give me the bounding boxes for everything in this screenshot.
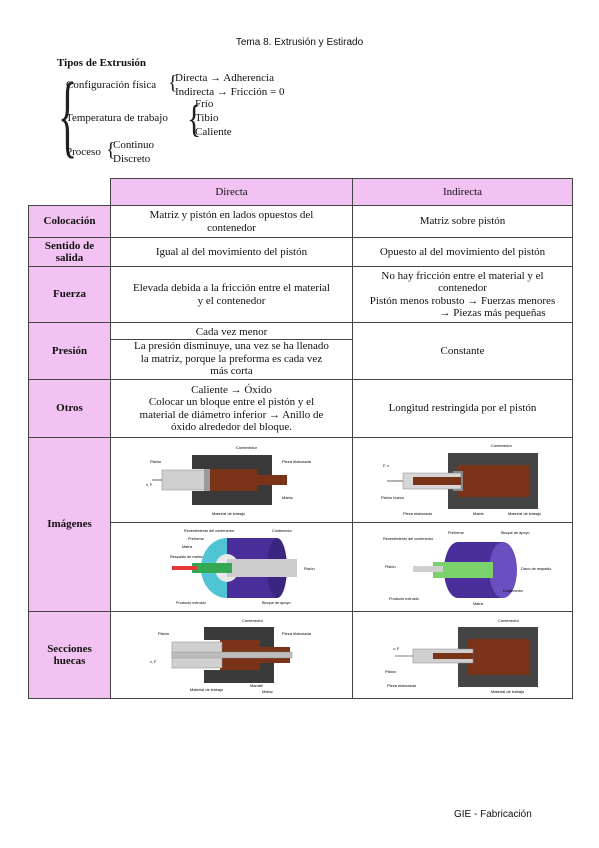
- row-label: Otros: [28, 379, 111, 438]
- config-label: Configuración física: [66, 79, 157, 91]
- svg-text:Material de trabajo: Material de trabajo: [190, 687, 224, 692]
- temp-item: Caliente: [195, 126, 232, 138]
- svg-text:Material de trabajo: Material de trabajo: [508, 511, 542, 516]
- svg-text:Respaldo de matriz: Respaldo de matriz: [170, 555, 203, 559]
- svg-text:Matriz: Matriz: [262, 689, 273, 694]
- row-label: Fuerza: [28, 266, 111, 323]
- table-row: Fuerza Elevada debida a la fricción entr…: [28, 266, 573, 323]
- svg-text:Pistón hueco: Pistón hueco: [381, 495, 405, 500]
- svg-text:Material de trabajo: Material de trabajo: [212, 511, 246, 516]
- svg-text:Producto extruido: Producto extruido: [389, 597, 419, 601]
- direct-extrusion-3d: Revestimiento del contenedor Contenedor …: [110, 522, 353, 612]
- svg-text:Bloque de apoyo: Bloque de apoyo: [501, 531, 530, 535]
- row-label: Presión: [28, 322, 111, 380]
- svg-text:Bloque de apoyo: Bloque de apoyo: [262, 601, 291, 605]
- svg-text:Mandril: Mandril: [250, 683, 263, 688]
- svg-text:Matriz: Matriz: [473, 511, 484, 516]
- header-directa: Directa: [110, 178, 353, 206]
- svg-text:Contenedor: Contenedor: [272, 529, 293, 533]
- config-item: Directa → Adherencia: [175, 72, 274, 84]
- svg-text:Material de trabajo: Material de trabajo: [491, 689, 525, 694]
- svg-text:Contenedor: Contenedor: [242, 618, 264, 623]
- temp-label: Temperatura de trabajo: [66, 112, 168, 124]
- svg-text:Pistón: Pistón: [150, 459, 161, 464]
- table-row: Colocación Matriz y pistón en lados opue…: [28, 205, 573, 238]
- hollow-indirect-diagram: Contenedor v, F Pistón Pieza elaborada M…: [352, 611, 573, 699]
- svg-text:Matriz: Matriz: [473, 602, 483, 606]
- cell-directa: Igual al del movimiento del pistón: [110, 237, 353, 267]
- cell-directa: Cada vez menor La presión disminuye, una…: [110, 322, 353, 380]
- cell-indirecta: Constante: [352, 322, 573, 380]
- svg-text:v, F: v, F: [150, 659, 157, 664]
- page-footer: GIE - Fabricación: [454, 809, 532, 820]
- svg-text:Preforma: Preforma: [188, 537, 205, 541]
- cell-directa: Elevada debida a la fricción entre el ma…: [110, 266, 353, 323]
- svg-text:Pieza elaborada: Pieza elaborada: [387, 683, 417, 688]
- svg-text:Revestimiento del contenedor: Revestimiento del contenedor: [184, 529, 235, 533]
- svg-text:Matriz: Matriz: [282, 495, 293, 500]
- cell-indirecta: Opuesto al del movimiento del pistón: [352, 237, 573, 267]
- table-row: Imágenes Contenedor Pistón Pieza elabora…: [28, 437, 573, 612]
- svg-text:Contenedor: Contenedor: [236, 445, 258, 450]
- svg-text:Contenedor: Contenedor: [491, 443, 513, 448]
- svg-text:v, F: v, F: [393, 646, 400, 651]
- proceso-item: Continuo: [113, 139, 154, 151]
- svg-text:Pieza elaborada: Pieza elaborada: [282, 631, 312, 636]
- types-title: Tipos de Extrusión: [57, 57, 147, 69]
- svg-text:Disco de respaldo: Disco de respaldo: [521, 567, 551, 571]
- header-indirecta: Indirecta: [352, 178, 573, 206]
- svg-text:Pistón: Pistón: [304, 567, 315, 571]
- indirect-extrusion-3d: Revestimiento del contenedor Preforma Bl…: [352, 522, 573, 612]
- proceso-label: Proceso: [66, 146, 101, 158]
- svg-text:Matriz: Matriz: [182, 545, 192, 549]
- temp-item: Frío: [195, 98, 214, 110]
- svg-text:Pistón: Pistón: [385, 669, 396, 674]
- svg-text:Pieza elaborada: Pieza elaborada: [282, 459, 312, 464]
- config-item: Indirecta → Fricción = 0: [175, 86, 285, 98]
- cell-indirecta: Longitud restringida por el pistón: [352, 379, 573, 438]
- proceso-item: Discreto: [113, 153, 151, 165]
- row-label: Imágenes: [28, 437, 111, 612]
- row-label: Colocación: [28, 205, 111, 238]
- table-row: Revestimiento del contenedor Contenedor …: [29, 522, 573, 612]
- svg-text:Preforma: Preforma: [448, 531, 465, 535]
- svg-text:Producto extruido: Producto extruido: [176, 601, 206, 605]
- cell-indirecta: Matriz sobre pistón: [352, 205, 573, 238]
- svg-text:Contenedor: Contenedor: [498, 618, 520, 623]
- svg-text:Pieza elaborada: Pieza elaborada: [403, 511, 433, 516]
- temp-item: Tibio: [195, 112, 219, 124]
- svg-text:Pistón: Pistón: [158, 631, 169, 636]
- page-header: Tema 8. Extrusión y Estirado: [235, 37, 364, 48]
- table-row: Presión Cada vez menor La presión dismin…: [28, 322, 573, 380]
- direct-extrusion-diagram: Contenedor Pistón Pieza elaborada v, F M…: [110, 437, 353, 523]
- svg-text:Revestimiento del contenedor: Revestimiento del contenedor: [383, 537, 434, 541]
- hollow-direct-diagram: Contenedor Pistón Pieza elaborada v, F M…: [110, 611, 353, 699]
- svg-text:Pistón: Pistón: [385, 565, 396, 569]
- indirect-extrusion-diagram: Contenedor F, v Pistón hueco Pieza elabo…: [352, 437, 573, 523]
- svg-text:v, F: v, F: [146, 482, 153, 487]
- svg-text:Contenedor: Contenedor: [503, 589, 524, 593]
- svg-text:F, v: F, v: [383, 463, 389, 468]
- comparison-table: Directa Indirecta Colocación Matriz y pi…: [28, 178, 573, 699]
